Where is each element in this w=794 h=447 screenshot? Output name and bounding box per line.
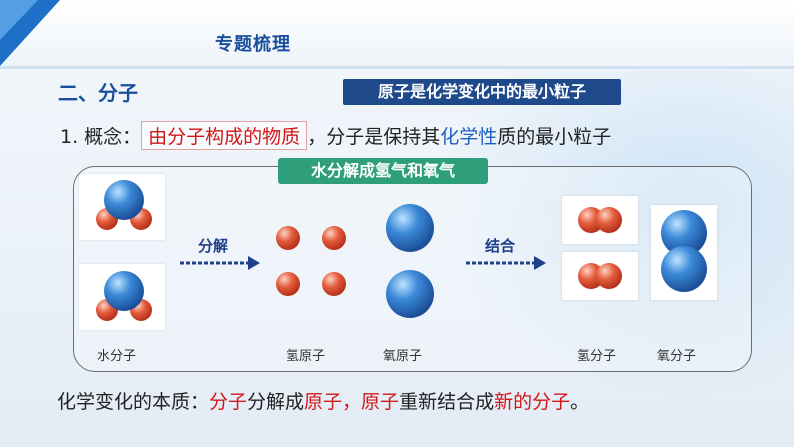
concept-middle: ，分子是保持其 — [307, 126, 441, 148]
summary-part-2: 分解成 — [247, 391, 305, 413]
arrow-right-icon — [180, 256, 260, 270]
hydrogen-molecule-card-2 — [562, 252, 638, 300]
key-point-tag: 原子是化学变化中的最小粒子 — [343, 79, 621, 105]
header-divider — [0, 66, 794, 69]
page-title: 专题梳理 — [215, 34, 291, 55]
water-molecule-card-2 — [79, 264, 165, 330]
concept-highlight: 化学性 — [440, 126, 498, 148]
summary-red-3: 新的分子 — [494, 391, 571, 413]
concept-line: 1. 概念：由分子构成的物质，分子是保持其化学性质的最小粒子 — [60, 121, 611, 150]
diagram-frame — [73, 166, 752, 372]
summary-red-1: 分子 — [209, 391, 248, 413]
water-molecule-icon — [96, 180, 152, 230]
concept-prefix: 1. 概念： — [60, 126, 142, 148]
summary-red-2: 原子，原子 — [304, 391, 400, 413]
summary-part-4: 。 — [570, 391, 590, 413]
diagram-label: 水分解成氢气和氧气 — [278, 158, 488, 184]
water-molecule-icon — [96, 271, 152, 321]
caption-oxygen-atom: 氧原子 — [383, 349, 423, 364]
oxygen-molecule-card — [651, 205, 717, 300]
corner-decoration-light — [0, 0, 38, 40]
hydrogen-atoms-group — [276, 226, 346, 296]
hydrogen-molecule-icon — [578, 207, 622, 233]
oxygen-molecule-icon — [661, 210, 707, 292]
caption-hydrogen-atom: 氢原子 — [286, 349, 326, 364]
decompose-label: 分解 — [198, 237, 229, 255]
summary-line: 化学变化的本质：分子分解成原子，原子重新结合成新的分子。 — [57, 387, 589, 414]
caption-oxygen-molecule: 氧分子 — [657, 349, 697, 364]
caption-water: 水分子 — [97, 349, 137, 364]
water-molecule-card-1 — [79, 174, 165, 240]
summary-part-1: 化学变化的本质： — [57, 391, 210, 413]
arrow-right-icon — [466, 256, 546, 270]
oxygen-atoms-group — [386, 204, 434, 318]
hydrogen-molecule-card-1 — [562, 196, 638, 244]
concept-boxed-text: 由分子构成的物质 — [141, 121, 308, 150]
hydrogen-molecule-icon — [578, 263, 622, 289]
section-title: 二、分子 — [58, 81, 138, 105]
caption-hydrogen-molecule: 氢分子 — [577, 349, 617, 364]
summary-part-3: 重新结合成 — [399, 391, 495, 413]
concept-suffix: 质的最小粒子 — [497, 126, 612, 148]
combine-label: 结合 — [485, 237, 516, 255]
header-bar — [0, 0, 794, 66]
